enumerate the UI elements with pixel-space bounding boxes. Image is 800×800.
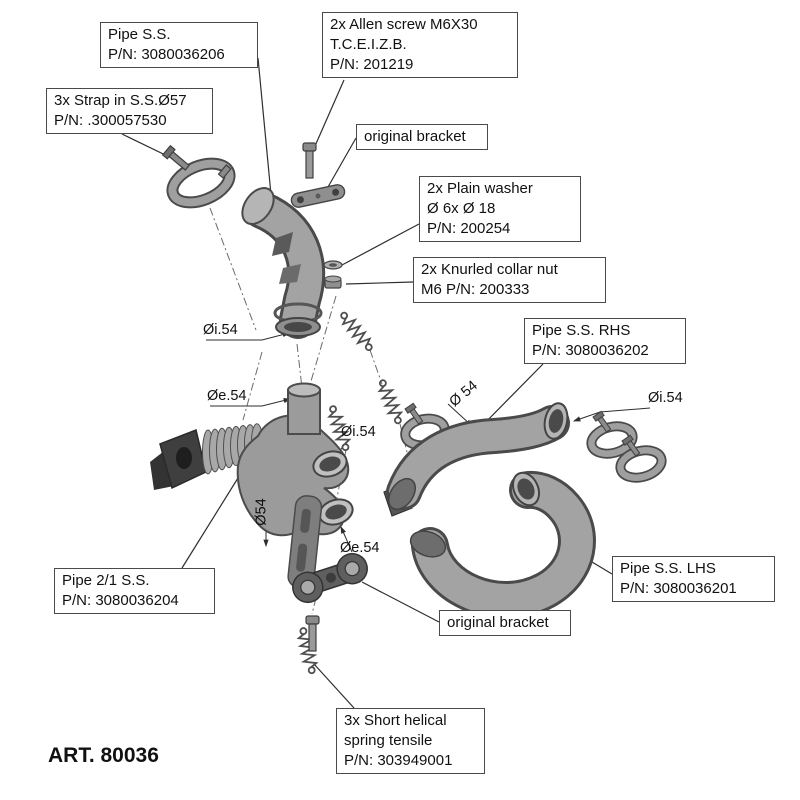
part-spring-1: [336, 308, 377, 355]
part-pipe-ss: [241, 186, 326, 339]
part-pipe-rhs: [383, 402, 570, 517]
dimension-label-i54-center: Øi.54: [341, 424, 376, 440]
callout-line: P/N: 3080036201: [620, 580, 737, 597]
dimension-label-i54-right: Øi.54: [648, 390, 683, 406]
part-plain-washer: [323, 260, 343, 270]
part-original-bracket-bottom: [292, 552, 368, 604]
callout-line: P/N: 201219: [330, 56, 414, 73]
callout-line: Pipe S.S.: [108, 26, 171, 43]
callout-line: P/N: .300057530: [54, 112, 167, 129]
callout-line: original bracket: [364, 128, 466, 145]
part-original-bracket-top: [290, 184, 346, 208]
callout-plain-washer: 2x Plain washer Ø 6x Ø 18 P/N: 200254: [419, 176, 581, 242]
callout-line: P/N: 3080036202: [532, 342, 649, 359]
part-knurled-collar-nut: [324, 275, 342, 289]
callout-line: 3x Short helical: [344, 712, 447, 729]
callout-pipe-21-ss: Pipe 2/1 S.S. P/N: 3080036204: [54, 568, 215, 614]
dimension-label-e54-bottom: Øe.54: [340, 540, 380, 556]
callout-pipe-ss: Pipe S.S. P/N: 3080036206: [100, 22, 258, 68]
callout-pipe-ss-rhs: Pipe S.S. RHS P/N: 3080036202: [524, 318, 686, 364]
callout-original-bracket-top: original bracket: [356, 124, 488, 150]
callout-line: Pipe 2/1 S.S.: [62, 572, 150, 589]
part-pipe-21-collector: [150, 382, 354, 589]
callout-line: 2x Knurled collar nut: [421, 261, 558, 278]
callout-original-bracket-bottom: original bracket: [439, 610, 571, 636]
callout-line: Ø 6x Ø 18: [427, 200, 496, 217]
part-strap-clamp: [161, 144, 236, 209]
callout-line: Pipe S.S. LHS: [620, 560, 716, 577]
callout-line: Pipe S.S. RHS: [532, 322, 631, 339]
callout-line: P/N: 3080036206: [108, 46, 225, 63]
callout-line: 2x Plain washer: [427, 180, 533, 197]
callout-line: P/N: 303949001: [344, 752, 453, 769]
callout-line: original bracket: [447, 614, 549, 631]
part-clamp-right-2: [615, 434, 667, 483]
callout-line: P/N: 200254: [427, 220, 511, 237]
part-allen-screw-top: [302, 142, 317, 179]
callout-allen-screw: 2x Allen screw M6X30 T.C.E.I.Z.B. P/N: 2…: [322, 12, 518, 78]
callout-line: 2x Allen screw M6X30: [330, 16, 478, 33]
callout-line: 3x Strap in S.S.Ø57: [54, 92, 187, 109]
callout-line: M6 P/N: 200333: [421, 281, 530, 298]
dimension-label-e54-mid: Øe.54: [207, 388, 247, 404]
callout-pipe-ss-lhs: Pipe S.S. LHS P/N: 3080036201: [612, 556, 775, 602]
dimension-label-54-vert: Ø54: [253, 498, 270, 526]
dimension-label-i54-top: Øi.54: [203, 322, 238, 338]
callout-line: T.C.E.I.Z.B.: [330, 36, 407, 53]
callout-knurled-collar-nut: 2x Knurled collar nut M6 P/N: 200333: [413, 257, 606, 303]
article-number: ART. 80036: [48, 744, 159, 767]
callout-line: P/N: 3080036204: [62, 592, 179, 609]
callout-strap: 3x Strap in S.S.Ø57 P/N: .300057530: [46, 88, 213, 134]
part-spring-2: [375, 377, 406, 427]
part-allen-screw-bottom: [305, 615, 320, 652]
callout-helical-spring: 3x Short helical spring tensile P/N: 303…: [336, 708, 485, 774]
part-pipe-lhs: [409, 470, 596, 619]
part-clamp-right-1: [586, 410, 638, 459]
callout-line: spring tensile: [344, 732, 433, 749]
